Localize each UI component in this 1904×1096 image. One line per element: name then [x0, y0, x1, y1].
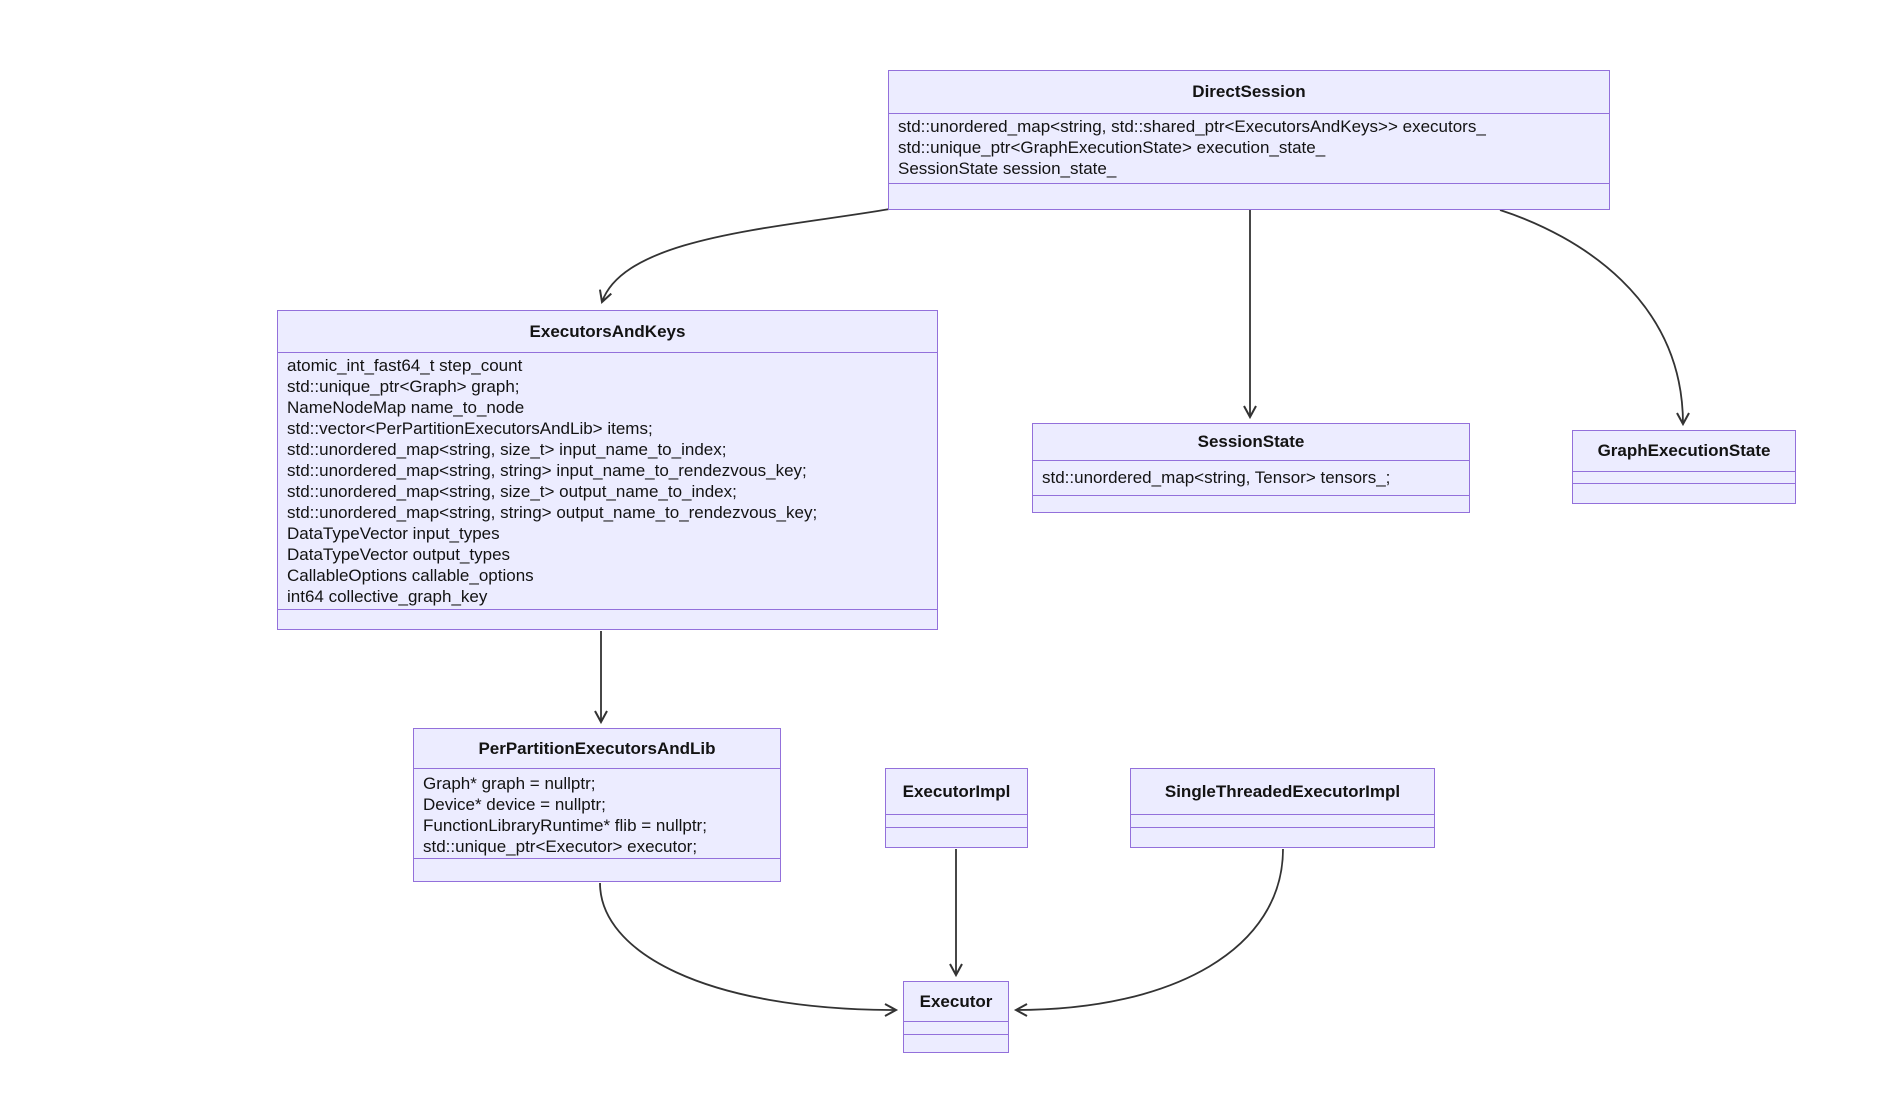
edge-singlethreadedexecutorimpl-executor	[1013, 848, 1284, 1017]
class-attribute: SessionState session_state_	[898, 159, 1117, 178]
class-attribute: Graph* graph = nullptr;	[423, 774, 596, 793]
class-title: SessionState	[1033, 424, 1469, 461]
class-attribute: std::unordered_map<string, string> outpu…	[287, 503, 818, 522]
class-methods-empty	[414, 859, 780, 881]
class-attributes: std::unordered_map<string, Tensor> tenso…	[1033, 461, 1469, 496]
class-attribute: CallableOptions callable_options	[287, 566, 534, 585]
class-title: DirectSession	[889, 71, 1609, 114]
class-box-executorsandkeys: ExecutorsAndKeys atomic_int_fast64_t ste…	[277, 310, 938, 630]
class-title: ExecutorImpl	[886, 769, 1027, 815]
class-methods-empty	[889, 184, 1609, 209]
class-box-perpartitionexecutorsandlib: PerPartitionExecutorsAndLib Graph* graph…	[413, 728, 781, 882]
class-attribute: std::vector<PerPartitionExecutorsAndLib>…	[287, 419, 653, 438]
class-box-directsession: DirectSession std::unordered_map<string,…	[888, 70, 1610, 210]
class-attribute: std::unordered_map<string, std::shared_p…	[898, 117, 1486, 136]
edge-directsession-graphexecutionstate	[1499, 209, 1690, 427]
class-methods-empty	[904, 1035, 1008, 1052]
class-attribute: DataTypeVector input_types	[287, 524, 500, 543]
class-attributes-empty	[886, 815, 1027, 828]
class-title: SingleThreadedExecutorImpl	[1131, 769, 1434, 815]
class-attributes: std::unordered_map<string, std::shared_p…	[889, 114, 1609, 184]
class-methods-empty	[1131, 828, 1434, 847]
class-attribute: DataTypeVector output_types	[287, 545, 511, 564]
class-title: ExecutorsAndKeys	[278, 311, 937, 353]
class-methods-empty	[1033, 496, 1469, 512]
class-attribute: Device* device = nullptr;	[423, 795, 606, 814]
class-attributes-empty	[1131, 815, 1434, 828]
class-attributes-empty	[1573, 472, 1795, 484]
class-attributes-empty	[904, 1022, 1008, 1035]
class-title: PerPartitionExecutorsAndLib	[414, 729, 780, 769]
class-attributes: atomic_int_fast64_t step_count std::uniq…	[278, 353, 937, 610]
class-box-singlethreadedexecutorimpl: SingleThreadedExecutorImpl	[1130, 768, 1435, 848]
class-attribute: std::unordered_map<string, size_t> outpu…	[287, 482, 737, 501]
class-attributes: Graph* graph = nullptr; Device* device =…	[414, 769, 780, 859]
edge-perpartitionexecutorsandlib-executor	[599, 882, 899, 1017]
class-attribute: FunctionLibraryRuntime* flib = nullptr;	[423, 816, 707, 835]
class-attribute: std::unique_ptr<Graph> graph;	[287, 377, 520, 396]
class-attribute: std::unique_ptr<Executor> executor;	[423, 837, 698, 856]
class-methods-empty	[278, 610, 937, 629]
class-attribute: std::unique_ptr<GraphExecutionState> exe…	[898, 138, 1326, 157]
class-title: GraphExecutionState	[1573, 431, 1795, 472]
class-methods-empty	[1573, 484, 1795, 503]
class-box-graphexecutionstate: GraphExecutionState	[1572, 430, 1796, 504]
class-box-executorimpl: ExecutorImpl	[885, 768, 1028, 848]
class-methods-empty	[886, 828, 1027, 847]
class-attribute: atomic_int_fast64_t step_count	[287, 356, 523, 375]
edge-directsession-executorsandkeys	[598, 208, 891, 304]
class-attribute: std::unordered_map<string, Tensor> tenso…	[1042, 468, 1391, 487]
class-attribute: std::unordered_map<string, string> input…	[287, 461, 807, 480]
class-attribute: std::unordered_map<string, size_t> input…	[287, 440, 727, 459]
class-attribute: int64 collective_graph_key	[287, 587, 488, 606]
class-attribute: NameNodeMap name_to_node	[287, 398, 525, 417]
class-box-executor: Executor	[903, 981, 1009, 1053]
class-title: Executor	[904, 982, 1008, 1022]
class-box-sessionstate: SessionState std::unordered_map<string, …	[1032, 423, 1470, 513]
